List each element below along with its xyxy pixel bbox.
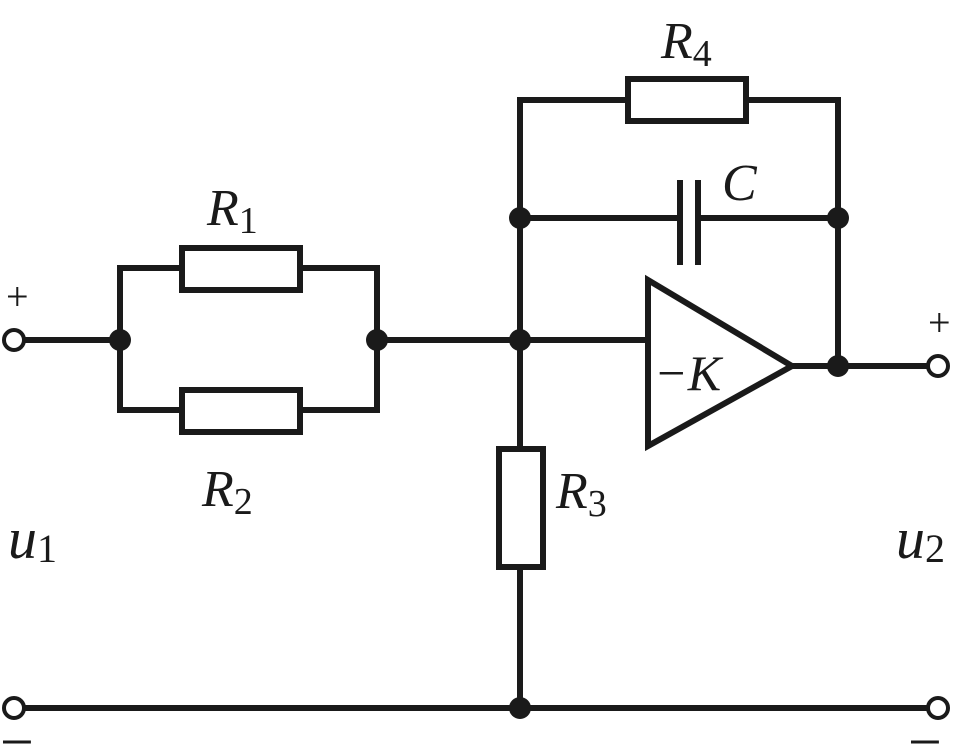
label-r4: R4: [660, 13, 712, 75]
junction-dot: [366, 329, 388, 351]
terminal-input-minus: [2, 696, 26, 720]
amplifier-triangle: [645, 274, 799, 452]
label-amplifier-gain: −K: [654, 345, 724, 401]
junction-dot: [109, 329, 131, 351]
label-output-plus: +: [928, 300, 951, 345]
junction-dot: [509, 207, 531, 229]
label-input-minus: −: [0, 709, 34, 755]
resistor-r1: [179, 245, 303, 293]
label-input-plus: +: [6, 274, 29, 319]
resistor-r4: [625, 76, 749, 124]
label-output-minus: −: [908, 709, 942, 755]
label-r2: R2: [201, 461, 253, 523]
terminal-output-plus: [926, 354, 950, 378]
junction-dot: [827, 355, 849, 377]
label-r3: R3: [555, 463, 607, 525]
junction-dot: [827, 207, 849, 229]
junction-dot: [509, 697, 531, 719]
terminal-input-plus: [2, 328, 26, 352]
junction-dot: [509, 329, 531, 351]
label-capacitor: C: [722, 155, 758, 212]
terminal-output-minus: [926, 696, 950, 720]
label-output-voltage: u2: [896, 506, 945, 571]
resistor-r3: [496, 446, 546, 570]
label-input-voltage: u1: [8, 506, 57, 571]
label-r1: R1: [206, 180, 258, 242]
resistor-r2: [179, 387, 303, 435]
